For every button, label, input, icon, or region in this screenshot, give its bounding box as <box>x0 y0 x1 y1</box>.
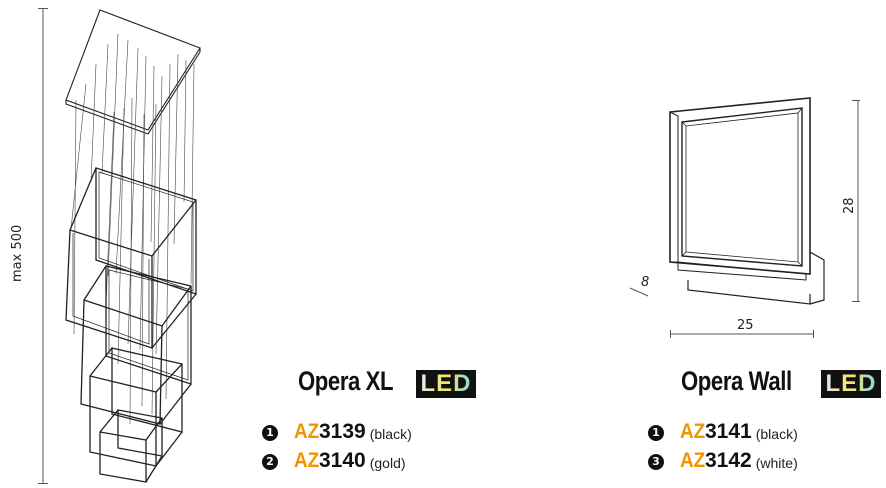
product-code-row: 1 AZ 3139 (black) <box>262 420 412 444</box>
opera-wall-illustration <box>629 97 860 338</box>
depth-label: 8 <box>641 275 650 290</box>
code-variant: (black) <box>755 426 798 442</box>
led-badge: LED <box>416 370 476 398</box>
code-prefix: AZ <box>294 420 320 443</box>
code-variant: (gold) <box>369 455 406 471</box>
product-title: Opera Wall <box>681 366 792 396</box>
product-code-row: 1 AZ 3141 (black) <box>648 420 798 444</box>
width-label: 25 <box>737 318 754 333</box>
opera-xl-illustration <box>65 9 201 483</box>
product-code-row: 2 AZ 3140 (gold) <box>262 449 406 473</box>
code-number: 3140 <box>319 449 366 472</box>
code-number: 3142 <box>705 449 752 472</box>
code-variant: (black) <box>369 426 412 442</box>
number-bullet: 2 <box>262 454 278 470</box>
code-variant: (white) <box>755 455 798 471</box>
height-label: max 500 <box>10 224 25 282</box>
number-bullet: 3 <box>648 454 664 470</box>
height-dimension-line <box>38 8 48 484</box>
code-prefix: AZ <box>294 449 320 472</box>
number-bullet: 1 <box>262 425 278 441</box>
led-badge: LED <box>821 370 881 398</box>
led-badge-text: LED <box>420 370 472 397</box>
product-code-row: 3 AZ 3142 (white) <box>648 449 798 473</box>
code-prefix: AZ <box>680 420 706 443</box>
number-bullet: 1 <box>648 425 664 441</box>
code-number: 3141 <box>705 420 752 443</box>
height-label: 28 <box>842 197 857 214</box>
product-title: Opera XL <box>298 366 394 396</box>
code-prefix: AZ <box>680 449 706 472</box>
led-badge-text: LED <box>825 370 877 397</box>
code-number: 3139 <box>319 420 366 443</box>
